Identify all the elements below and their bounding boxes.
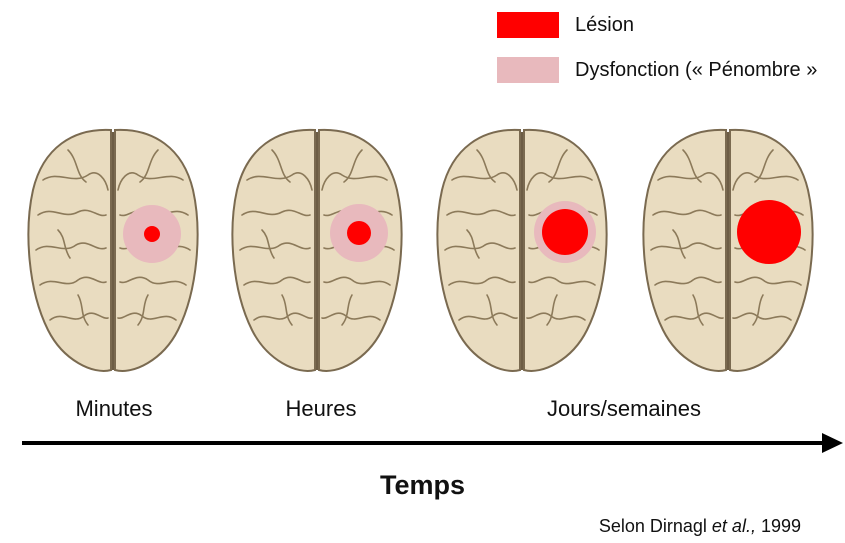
citation-prefix: Selon Dirnagl	[599, 516, 712, 536]
lesion-core	[542, 209, 588, 255]
brain-hours	[222, 120, 412, 382]
time-label-days-weeks: Jours/semaines	[547, 396, 701, 422]
citation-italic: et al.,	[712, 516, 756, 536]
brain-minutes	[18, 120, 208, 382]
time-label-minutes: Minutes	[75, 396, 152, 422]
time-axis-arrow	[0, 428, 845, 458]
lesion-core	[737, 200, 801, 264]
axis-title: Temps	[0, 470, 845, 501]
lesion-core	[144, 226, 160, 242]
lesion-core	[347, 221, 371, 245]
legend-swatch-penumbra	[497, 57, 559, 83]
brain-weeks	[633, 120, 823, 382]
legend-swatch-lesion	[497, 12, 559, 38]
legend-item-penumbra: Dysfonction (« Pénombre »	[497, 56, 817, 84]
legend-item-lesion: Lésion	[497, 11, 634, 39]
legend-label-lesion: Lésion	[575, 14, 634, 37]
time-label-hours: Heures	[286, 396, 357, 422]
brain-days	[427, 120, 617, 382]
legend-label-penumbra: Dysfonction (« Pénombre »	[575, 59, 817, 82]
citation: Selon Dirnagl et al., 1999	[599, 516, 801, 537]
citation-suffix: 1999	[756, 516, 801, 536]
